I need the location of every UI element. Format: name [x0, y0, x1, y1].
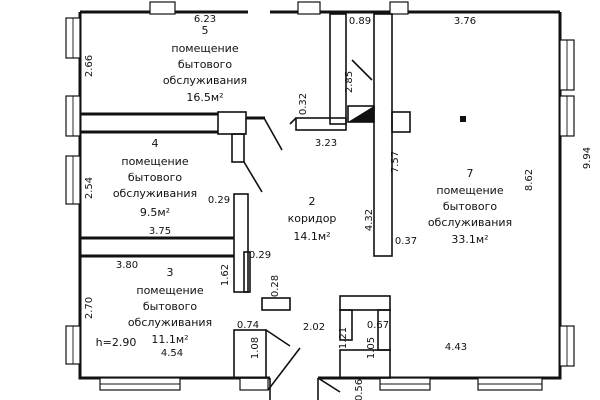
- dim-0-28: 0.28: [270, 275, 281, 297]
- room-5-label: 5 помещение бытового обслуживания 16.5м²: [163, 24, 247, 104]
- dim-0-74: 0.74: [237, 320, 259, 331]
- dim-6-23: 6.23: [194, 14, 216, 25]
- room-7-area: 33.1м²: [451, 233, 488, 246]
- windows: [65, 1, 575, 391]
- room-4-line2: бытового: [128, 171, 183, 184]
- room-5-line2: бытового: [178, 58, 233, 71]
- room-5-line3: обслуживания: [163, 74, 247, 87]
- dim-9-94: 9.94: [582, 147, 593, 169]
- dim-4-43: 4.43: [445, 342, 467, 353]
- dim-1-05: 1.05: [366, 337, 377, 359]
- dim-4-32: 4.32: [364, 209, 375, 231]
- ceiling-height-label: h=2.90: [96, 336, 137, 349]
- room-5-line1: помещение: [171, 42, 238, 55]
- dim-3-80: 3.80: [116, 260, 138, 271]
- room-5-area: 16.5м²: [186, 91, 223, 104]
- dim-3-23: 3.23: [315, 138, 337, 149]
- room-7-line2: бытового: [443, 200, 498, 213]
- door-swings: [243, 59, 373, 400]
- room-7-line1: помещение: [436, 184, 503, 197]
- room-2-label: 2 коридор 14.1м²: [288, 195, 337, 243]
- room-4-label: 4 помещение бытового обслуживания 9.5м²: [113, 137, 197, 219]
- room-2-number: 2: [309, 195, 316, 208]
- dim-0-29-b: 0.29: [249, 250, 271, 261]
- dim-0-37: 0.37: [395, 236, 417, 247]
- room-3-area: 11.1м²: [151, 333, 188, 346]
- room-7-line3: обслуживания: [428, 216, 512, 229]
- dim-2-70: 2.70: [84, 297, 95, 319]
- dim-3-76: 3.76: [454, 16, 476, 27]
- dim-0-32: 0.32: [298, 93, 309, 115]
- dim-0-29: 0.29: [208, 195, 230, 206]
- dim-1-08: 1.08: [250, 337, 261, 359]
- dim-4-54: 4.54: [161, 348, 183, 359]
- room-3-line2: бытового: [143, 300, 198, 313]
- interior-walls: [80, 13, 466, 379]
- dim-0-89: 0.89: [349, 16, 371, 27]
- room-2-area: 14.1м²: [293, 230, 330, 243]
- dim-2-02: 2.02: [303, 322, 325, 333]
- room-4-line1: помещение: [121, 155, 188, 168]
- dim-0-67: 0.67: [367, 320, 389, 331]
- dim-8-62: 8.62: [524, 169, 535, 191]
- room-3-label: 3 помещение бытового обслуживания 11.1м²: [128, 266, 212, 346]
- room-5-number: 5: [202, 24, 209, 37]
- room-4-area: 9.5м²: [140, 206, 170, 219]
- dim-1-62: 1.62: [220, 264, 231, 286]
- dim-7-57: 7.57: [390, 151, 401, 173]
- room-7-label: 7 помещение бытового обслуживания 33.1м²: [428, 167, 512, 246]
- room-3-number: 3: [167, 266, 174, 279]
- room-3-line3: обслуживания: [128, 316, 212, 329]
- room-7-number: 7: [467, 167, 474, 180]
- dim-1-21: 1.21: [338, 327, 349, 349]
- dimension-labels: 6.23 0.89 3.76 2.66 2.85 0.32 3.23 7.57 …: [84, 14, 593, 400]
- dim-2-66: 2.66: [84, 55, 95, 77]
- dim-3-75: 3.75: [149, 226, 171, 237]
- dim-2-85: 2.85: [344, 71, 355, 93]
- dim-0-56: 0.56: [354, 379, 365, 400]
- room-3-line1: помещение: [136, 284, 203, 297]
- room-4-line3: обслуживания: [113, 187, 197, 200]
- room-2-line1: коридор: [288, 212, 337, 225]
- room-4-number: 4: [152, 137, 159, 150]
- dim-2-54: 2.54: [84, 177, 95, 199]
